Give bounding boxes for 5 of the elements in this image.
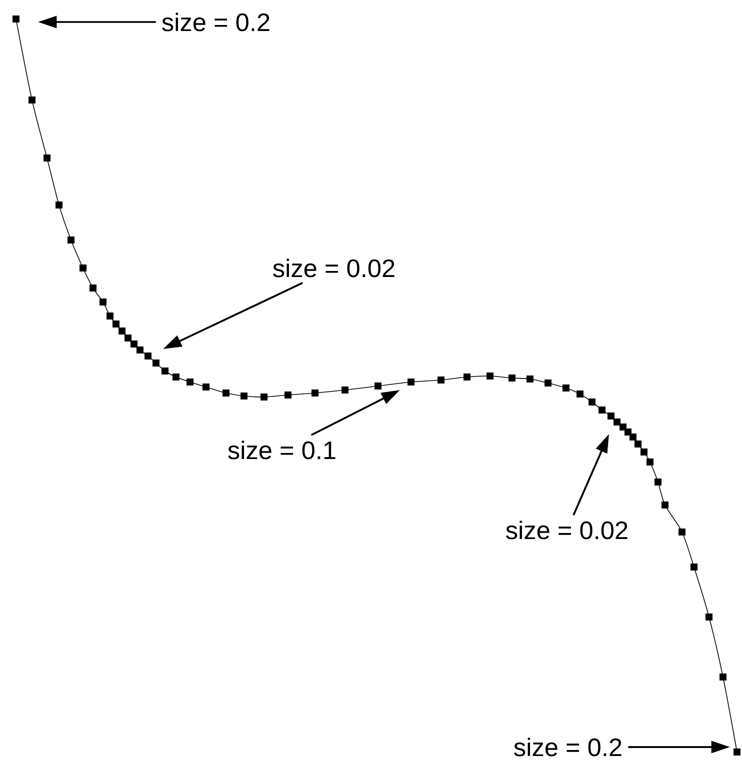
size-label: size = 0.02 xyxy=(506,520,628,540)
size-label: size = 0.2 xyxy=(514,738,622,756)
size-label: size = 0.1 xyxy=(228,440,336,460)
size-label: size = 0.02 xyxy=(273,258,394,278)
size-label: size = 0.2 xyxy=(162,12,270,32)
